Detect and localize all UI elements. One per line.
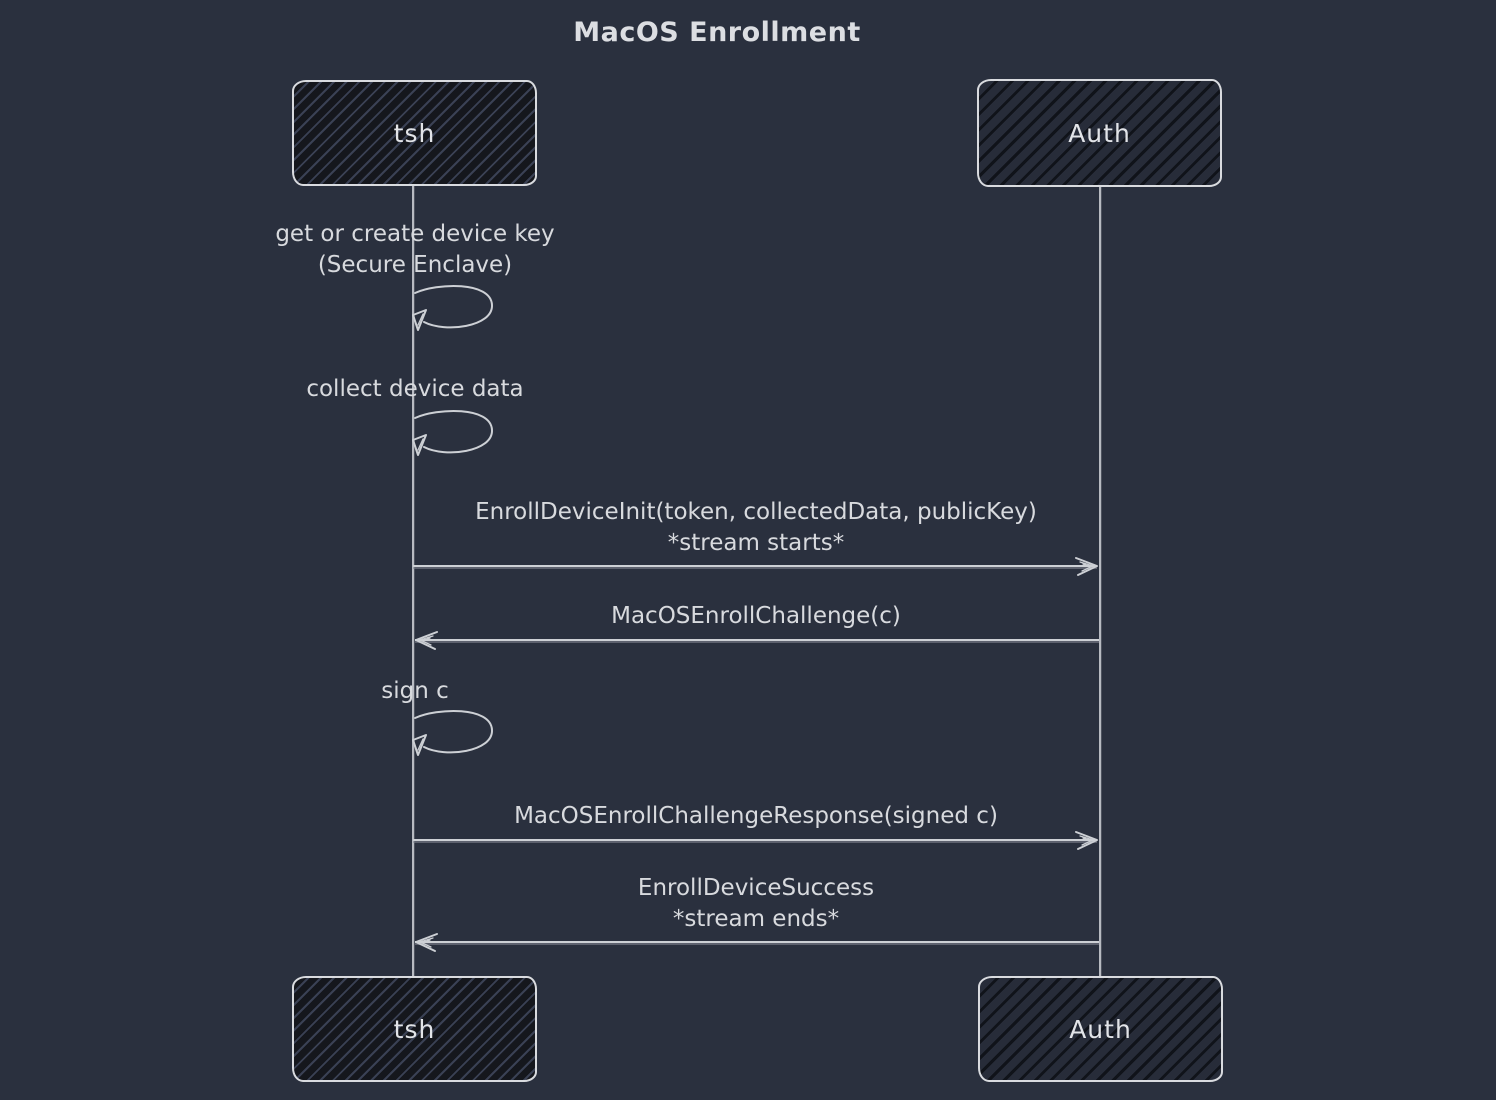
self-message-3-line1: sign c: [381, 678, 449, 704]
lifeline-auth: [1099, 186, 1101, 977]
diagram-title: MacOS Enrollment: [573, 17, 861, 48]
actor-label-tsh-top: tsh: [393, 118, 436, 148]
actor-box-auth-bottom: Auth: [978, 976, 1223, 1082]
message-1-line2: *stream starts*: [667, 530, 845, 556]
actor-label-auth-bottom: Auth: [1069, 1014, 1132, 1044]
self-message-1-text: get or create device key (Secure Enclave…: [165, 219, 665, 281]
message-1-arrow-line: [413, 565, 1097, 567]
message-1-line1: EnrollDeviceInit(token, collectedData, p…: [475, 499, 1037, 525]
actor-box-auth-top: Auth: [977, 79, 1222, 187]
message-4-arrow-line: [415, 941, 1099, 943]
message-3-arrowhead-right-icon: [1075, 831, 1098, 850]
message-1-text: EnrollDeviceInit(token, collectedData, p…: [436, 497, 1076, 559]
actor-label-tsh-bottom: tsh: [393, 1014, 436, 1044]
self-message-2-text: collect device data: [165, 374, 665, 405]
self-loop-3: [412, 710, 494, 756]
message-2-arrowhead-left-icon: [415, 631, 438, 650]
self-message-3-text: sign c: [165, 676, 665, 707]
self-loop-2: [412, 410, 494, 456]
actor-box-tsh-bottom: tsh: [292, 976, 537, 1082]
message-2-text: MacOSEnrollChallenge(c): [436, 601, 1076, 632]
message-4-line1: EnrollDeviceSuccess: [637, 875, 875, 901]
message-4-text: EnrollDeviceSuccess *stream ends*: [436, 873, 1076, 935]
lifeline-tsh: [412, 186, 414, 977]
message-4-line2: *stream ends*: [672, 906, 840, 932]
message-2-arrow-line: [415, 639, 1099, 641]
message-1-arrowhead-right-icon: [1075, 557, 1098, 576]
actor-box-tsh-top: tsh: [292, 80, 537, 186]
self-message-1-line2: (Secure Enclave): [317, 252, 513, 278]
self-message-2-line1: collect device data: [306, 376, 524, 402]
message-4-arrowhead-left-icon: [415, 933, 438, 952]
actor-label-auth-top: Auth: [1068, 118, 1131, 148]
message-2-line1: MacOSEnrollChallenge(c): [611, 603, 901, 629]
self-loop-1: [412, 285, 494, 331]
message-3-text: MacOSEnrollChallengeResponse(signed c): [436, 801, 1076, 832]
message-3-line1: MacOSEnrollChallengeResponse(signed c): [514, 803, 998, 829]
message-3-arrow-line: [413, 839, 1097, 841]
self-message-1-line1: get or create device key: [275, 221, 555, 247]
